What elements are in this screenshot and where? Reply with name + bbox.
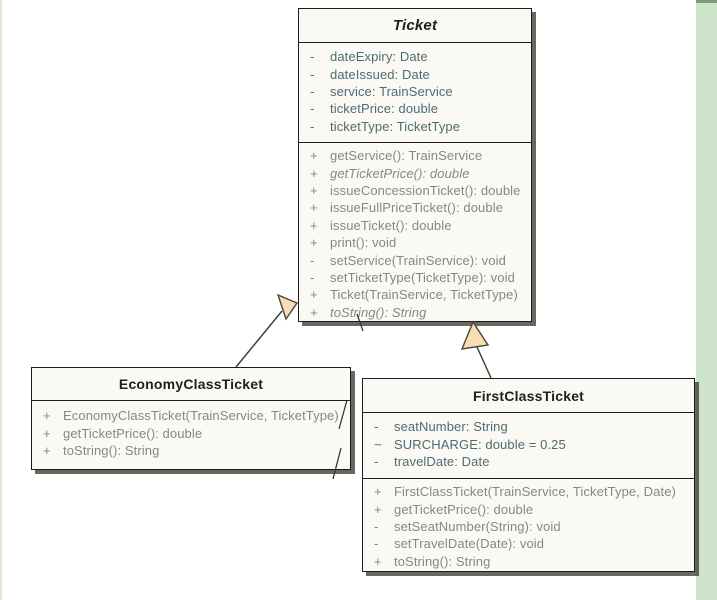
member-text: issueFullPriceTicket(): double [330, 200, 504, 216]
member-text: issueConcessionTicket(): double [330, 182, 521, 198]
member-text: getTicketPrice(): double [330, 165, 470, 181]
ticket-attributes-compartment: -dateExpiry: Date -dateIssued: Date -ser… [299, 43, 531, 142]
visibility-marker: - [310, 83, 315, 99]
method-row: + getTicketPrice(): double [363, 500, 694, 517]
member-text: dateExpiry: Date [330, 49, 428, 65]
inheritance-connector-firstclass[interactable] [476, 346, 492, 379]
visibility-marker: + [310, 148, 318, 164]
firstclass-methods-compartment: + FirstClassTicket(TrainService, TicketTy… [363, 478, 694, 571]
visibility-marker: + [43, 442, 51, 458]
method-row: + getService(): TrainService [299, 147, 531, 164]
member-text: setTicketType(TicketType): void [330, 269, 515, 285]
member-text: travelDate: Date [394, 453, 490, 469]
visibility-marker: - [310, 269, 315, 285]
inheritance-connector-economy[interactable] [235, 310, 283, 368]
right-band-top-edge [696, 0, 717, 3]
attribute-row: -dateIssued: Date [299, 65, 531, 82]
class-title-firstclassticket: FirstClassTicket [363, 379, 694, 413]
method-row: + getTicketPrice(): double [299, 164, 531, 181]
visibility-marker: - [310, 101, 315, 117]
member-text: dateIssued: Date [330, 66, 430, 82]
class-title-economyclassticket: EconomyClassTicket [32, 368, 350, 401]
member-text: print(): void [330, 235, 397, 251]
visibility-marker: + [310, 287, 318, 303]
method-row: -setTicketType(TicketType): void [299, 269, 531, 286]
method-row: + toString(): String [363, 553, 694, 570]
method-row: + issueFullPriceTicket(): double [299, 199, 531, 216]
visibility-marker: - [310, 252, 315, 268]
class-title-ticket: Ticket [299, 9, 531, 43]
member-text: Ticket(TrainService, TicketType) [330, 287, 518, 303]
attribute-row: -travelDate: Date [363, 453, 694, 470]
method-row: + Ticket(TrainService, TicketType) [299, 286, 531, 303]
class-economyclassticket[interactable]: EconomyClassTicket + EconomyClassTicket(T… [31, 367, 351, 470]
visibility-marker: + [374, 501, 382, 517]
visibility-marker: + [310, 304, 318, 320]
member-text: service: TrainService [330, 83, 453, 99]
method-row: + getTicketPrice(): double [32, 424, 350, 441]
attribute-row: -ticketType: TicketType [299, 118, 531, 135]
visibility-marker: - [374, 453, 379, 469]
visibility-marker: - [310, 66, 315, 82]
ticket-methods-compartment: + getService(): TrainService + getTicketPr… [299, 142, 531, 321]
member-text: ticketPrice: double [330, 101, 439, 117]
visibility-marker: + [310, 182, 318, 198]
class-firstclassticket[interactable]: FirstClassTicket -seatNumber: String ~SU… [362, 378, 695, 572]
member-text: toString(): String [63, 442, 160, 458]
visibility-marker: - [374, 419, 379, 435]
economy-methods-compartment: + EconomyClassTicket(TrainService, Ticket… [32, 401, 350, 469]
member-text: SURCHARGE: double = 0.25 [394, 436, 566, 452]
visibility-marker: + [310, 217, 318, 233]
attribute-row: -seatNumber: String [363, 418, 694, 435]
method-row: + FirstClassTicket(TrainService, TicketTy… [363, 483, 694, 500]
method-row: + issueConcessionTicket(): double [299, 182, 531, 199]
visibility-marker: ~ [374, 436, 382, 452]
method-row: -setTravelDate(Date): void [363, 535, 694, 552]
visibility-marker: - [374, 536, 379, 552]
member-text: setSeatNumber(String): void [394, 518, 561, 534]
member-text: EconomyClassTicket(TrainService, TicketT… [63, 408, 339, 424]
member-text: getTicketPrice(): double [394, 501, 534, 517]
member-text: FirstClassTicket(TrainService, TicketTyp… [394, 484, 676, 500]
member-text: setTravelDate(Date): void [394, 536, 545, 552]
method-row: -setSeatNumber(String): void [363, 518, 694, 535]
member-text: getTicketPrice(): double [63, 425, 203, 441]
right-margin-band [696, 0, 717, 600]
firstclass-attributes-compartment: -seatNumber: String ~SURCHARGE: double =… [363, 413, 694, 478]
visibility-marker: + [310, 200, 318, 216]
method-row: -setService(TrainService): void [299, 251, 531, 268]
attribute-row: -ticketPrice: double [299, 100, 531, 117]
visibility-marker: + [43, 425, 51, 441]
method-row: + toString(): String [32, 442, 350, 459]
attribute-row: -service: TrainService [299, 83, 531, 100]
member-text: seatNumber: String [394, 419, 508, 435]
member-text: ticketType: TicketType [330, 118, 461, 134]
member-text: setService(TrainService): void [330, 252, 506, 268]
visibility-marker: + [374, 553, 382, 569]
visibility-marker: - [310, 49, 315, 65]
method-row: + EconomyClassTicket(TrainService, Ticket… [32, 407, 350, 424]
member-text: issueTicket(): double [330, 217, 452, 233]
class-ticket[interactable]: Ticket -dateExpiry: Date -dateIssued: Da… [298, 8, 532, 322]
attribute-row: -dateExpiry: Date [299, 48, 531, 65]
method-row: + issueTicket(): double [299, 217, 531, 234]
inheritance-arrowhead-firstclass[interactable] [460, 320, 490, 350]
attribute-row: ~ SURCHARGE: double = 0.25 [363, 435, 694, 452]
visibility-marker: + [310, 165, 318, 181]
member-text: toString(): String [394, 553, 491, 569]
method-row: + toString(): String [299, 304, 531, 321]
inheritance-arrowhead-economy[interactable] [276, 293, 299, 321]
member-text: toString(): String [330, 304, 427, 320]
visibility-marker: - [374, 518, 379, 534]
visibility-marker: + [310, 235, 318, 251]
method-row: + print(): void [299, 234, 531, 251]
left-margin-strip [0, 0, 2, 600]
visibility-marker: + [43, 408, 51, 424]
visibility-marker: + [374, 484, 382, 500]
member-text: getService(): TrainService [330, 148, 483, 164]
visibility-marker: - [310, 118, 315, 134]
